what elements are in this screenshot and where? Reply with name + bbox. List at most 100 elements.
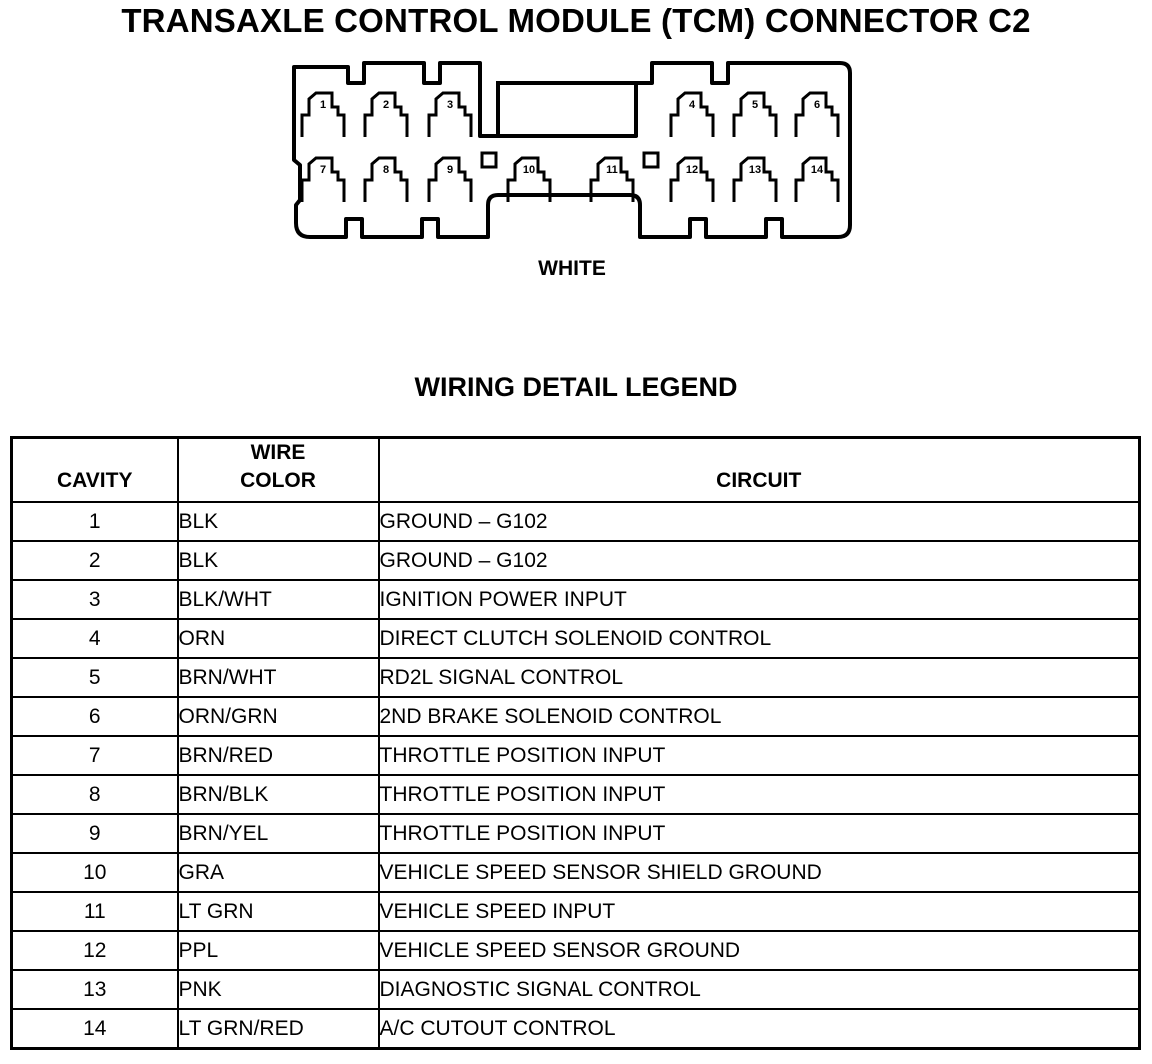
cavity-cell: 7 <box>10 735 179 776</box>
wire-color-cell: BLK <box>176 540 380 581</box>
wire-color-cell: GRA <box>176 852 380 893</box>
cavity-pin-outline <box>669 91 715 137</box>
cavity-pin-10: 10 <box>506 156 552 202</box>
cavity-number: 8 <box>383 164 389 176</box>
cavity-cell: 5 <box>10 657 179 698</box>
header-cavity: CAVITY <box>10 436 179 503</box>
cavity-pin-4: 4 <box>669 91 715 137</box>
circuit-cell: GROUND – G102 <box>377 501 1141 542</box>
cavity-pin-11: 11 <box>589 156 635 202</box>
cavity-number: 7 <box>320 164 326 176</box>
wire-color-cell: LT GRN/RED <box>176 1008 380 1050</box>
cavity-number: 11 <box>606 164 618 176</box>
wire-color-cell: LT GRN <box>176 891 380 932</box>
cavity-cell: 8 <box>10 774 179 815</box>
cavity-number: 13 <box>749 164 761 176</box>
cavity-cell: 3 <box>10 579 179 620</box>
cavity-pin-outline <box>363 91 409 137</box>
wire-color-cell: BRN/YEL <box>176 813 380 854</box>
cavity-pin-outline <box>589 156 635 202</box>
circuit-cell: RD2L SIGNAL CONTROL <box>377 657 1141 698</box>
cavity-pin-7: 7 <box>300 156 346 202</box>
cavity-cell: 13 <box>10 969 179 1010</box>
cavity-pin-1: 1 <box>300 91 346 137</box>
cavity-pin-14: 14 <box>794 156 840 202</box>
cavity-number: 5 <box>752 99 758 111</box>
cavity-pin-outline <box>363 156 409 202</box>
header-circuit: CIRCUIT <box>377 436 1141 503</box>
circuit-cell: THROTTLE POSITION INPUT <box>377 774 1141 815</box>
cavity-cell: 12 <box>10 930 179 971</box>
circuit-cell: DIRECT CLUTCH SOLENOID CONTROL <box>377 618 1141 659</box>
cavity-pin-outline <box>300 156 346 202</box>
header-wire-color: WIRE COLOR <box>176 436 380 503</box>
cavity-cell: 4 <box>10 618 179 659</box>
cavity-cell: 14 <box>10 1008 179 1050</box>
circuit-cell: THROTTLE POSITION INPUT <box>377 813 1141 854</box>
cavity-pin-outline <box>669 156 715 202</box>
cavity-cell: 1 <box>10 501 179 542</box>
wire-color-cell: PPL <box>176 930 380 971</box>
circuit-cell: VEHICLE SPEED INPUT <box>377 891 1141 932</box>
cavity-pin-outline <box>300 91 346 137</box>
circuit-cell: A/C CUTOUT CONTROL <box>377 1008 1141 1050</box>
cavity-pin-outline <box>427 91 473 137</box>
connector-housing <box>292 61 852 239</box>
circuit-cell: DIAGNOSTIC SIGNAL CONTROL <box>377 969 1141 1010</box>
cavity-pin-2: 2 <box>363 91 409 137</box>
cavity-cell: 11 <box>10 891 179 932</box>
diagram-title: TRANSAXLE CONTROL MODULE (TCM) CONNECTOR… <box>121 2 1031 39</box>
cavity-cell: 9 <box>10 813 179 854</box>
circuit-cell: THROTTLE POSITION INPUT <box>377 735 1141 776</box>
circuit-cell: VEHICLE SPEED SENSOR SHIELD GROUND <box>377 852 1141 893</box>
cavity-pin-outline <box>794 91 840 137</box>
cavity-number: 12 <box>686 164 698 176</box>
cavity-number: 1 <box>320 99 326 111</box>
cavity-cell: 6 <box>10 696 179 737</box>
wire-color-cell: BRN/WHT <box>176 657 380 698</box>
circuit-cell: IGNITION POWER INPUT <box>377 579 1141 620</box>
cavity-number: 6 <box>814 99 820 111</box>
cavity-pin-5: 5 <box>732 91 778 137</box>
cavity-number: 4 <box>689 99 696 111</box>
cavity-pin-8: 8 <box>363 156 409 202</box>
circuit-cell: GROUND – G102 <box>377 540 1141 581</box>
cavity-number: 3 <box>447 99 453 111</box>
cavity-pin-3: 3 <box>427 91 473 137</box>
wire-color-cell: ORN <box>176 618 380 659</box>
circuit-cell: VEHICLE SPEED SENSOR GROUND <box>377 930 1141 971</box>
connector-color-label: WHITE <box>538 257 606 280</box>
cavity-pin-13: 13 <box>732 156 778 202</box>
wire-color-cell: BLK/WHT <box>176 579 380 620</box>
cavity-number: 9 <box>447 164 453 176</box>
cavity-cell: 10 <box>10 852 179 893</box>
cavity-number: 10 <box>523 164 535 176</box>
header-wire-color-line1: WIRE <box>250 441 306 464</box>
polarizing-key-left <box>480 151 498 169</box>
wire-color-cell: ORN/GRN <box>176 696 380 737</box>
cavity-pin-outline <box>427 156 473 202</box>
cavity-pin-9: 9 <box>427 156 473 202</box>
connector-center-key <box>496 81 638 137</box>
cavity-pin-outline <box>732 156 778 202</box>
cavity-pin-outline <box>506 156 552 202</box>
cavity-cell: 2 <box>10 540 179 581</box>
cavity-pin-12: 12 <box>669 156 715 202</box>
cavity-pin-outline <box>794 156 840 202</box>
cavity-pin-6: 6 <box>794 91 840 137</box>
cavity-pin-outline <box>732 91 778 137</box>
